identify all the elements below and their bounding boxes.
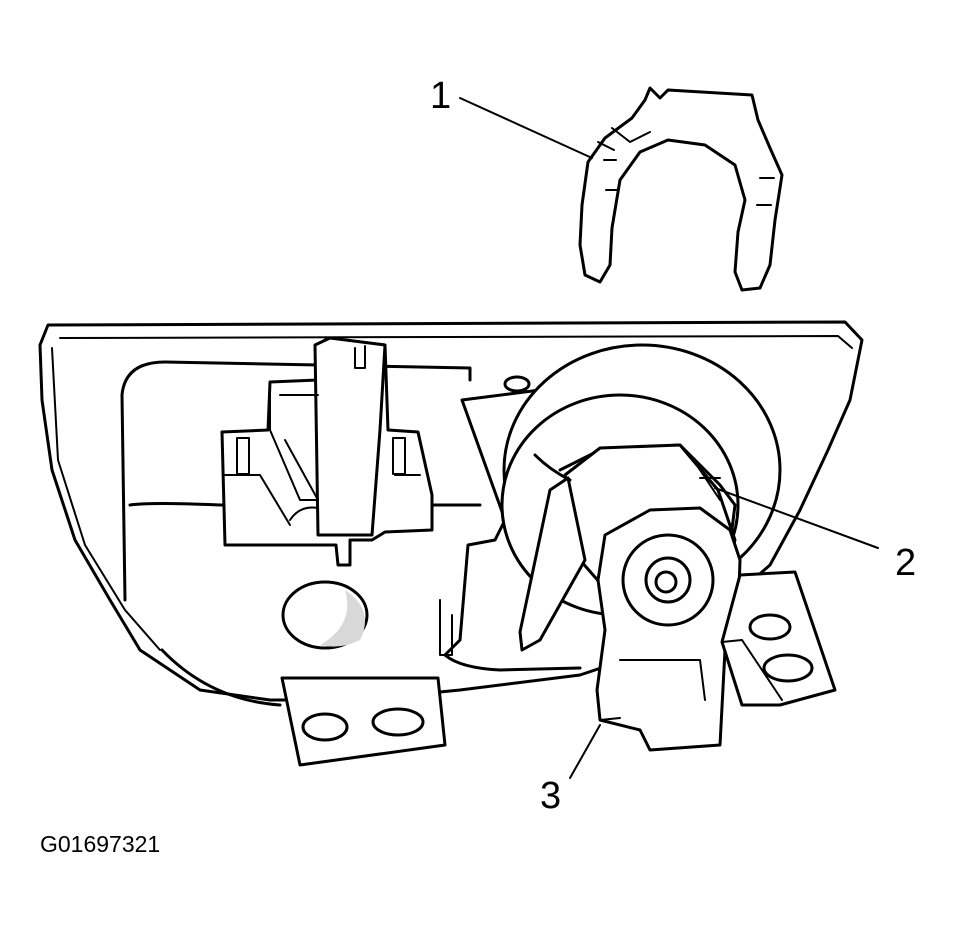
leader-line-1 xyxy=(459,97,593,159)
leader-line-2 xyxy=(714,487,879,549)
callout-1: 1 xyxy=(430,75,451,117)
callout-2: 2 xyxy=(895,542,916,584)
figure-id: G01697321 xyxy=(40,831,160,857)
leader-line-3 xyxy=(569,724,601,779)
callout-3: 3 xyxy=(540,775,561,817)
right-mounting-foot xyxy=(720,570,837,707)
connector-bracket xyxy=(595,506,742,752)
left-mounting-foot xyxy=(280,676,447,767)
retaining-clip xyxy=(578,86,784,292)
lever-assembly xyxy=(220,336,434,567)
